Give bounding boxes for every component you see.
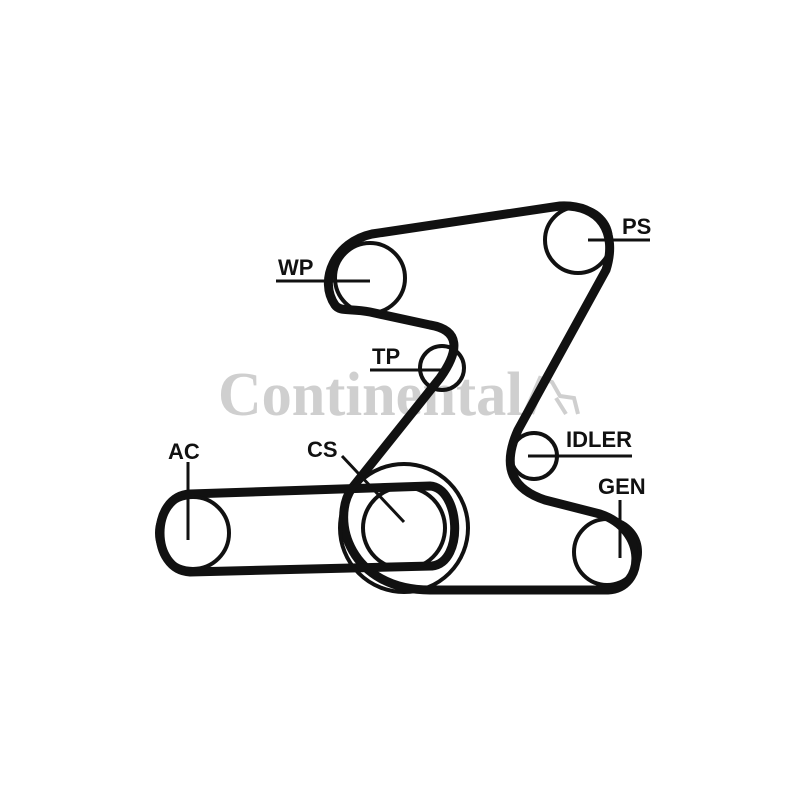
tp-label: TP <box>372 344 400 369</box>
ac-pulley <box>155 495 231 571</box>
ps-label: PS <box>622 214 651 239</box>
ac-label: AC <box>168 439 200 464</box>
wp-pulley <box>333 241 407 315</box>
gen-label: GEN <box>598 474 646 499</box>
cs-label: CS <box>307 437 338 462</box>
cs-pulley-inner <box>361 485 447 571</box>
watermark: Continental <box>218 361 580 429</box>
cs-pulley-outer <box>338 462 470 594</box>
idler-label: IDLER <box>566 427 632 452</box>
tp-pulley <box>418 344 466 392</box>
watermark-text: Continental <box>218 361 523 429</box>
cs-leader <box>340 454 406 524</box>
gen-pulley <box>572 517 642 587</box>
wp-label: WP <box>278 255 313 280</box>
